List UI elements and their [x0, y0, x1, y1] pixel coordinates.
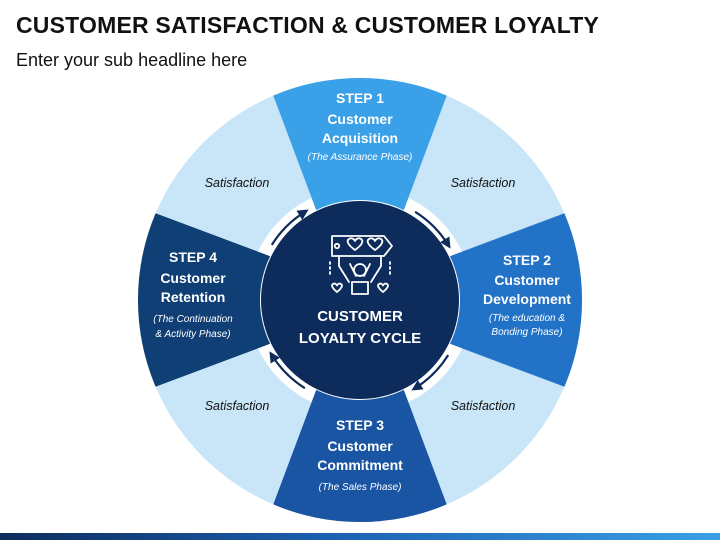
step-1-number: STEP 1 — [336, 90, 384, 106]
loyalty-heart-hands-icon — [329, 235, 393, 295]
cycle-arrow-1 — [414, 210, 451, 249]
step-3-segment — [273, 389, 447, 523]
step-4-title-line2: Retention — [161, 289, 226, 305]
step-3-text: STEP 3 Customer Commitment (The Sales Ph… — [317, 417, 403, 493]
step-2-phase-line2: Bonding Phase) — [491, 327, 562, 338]
step-4-segment — [137, 213, 271, 387]
satisfaction-label-bottom-right: Satisfaction — [451, 399, 516, 413]
step-1-title-line1: Customer — [327, 111, 393, 127]
page-subtitle: Enter your sub headline here — [16, 50, 248, 70]
step-2-segment — [449, 213, 583, 387]
step-4-text: STEP 4 Customer Retention (The Continuat… — [153, 249, 233, 340]
step-4-title-line1: Customer — [160, 270, 226, 286]
satisfaction-label-top-right: Satisfaction — [451, 176, 516, 190]
center-label-line1: CUSTOMER — [317, 308, 403, 325]
step-4-phase-line1: (The Continuation — [153, 314, 233, 325]
step-2-number: STEP 2 — [503, 252, 551, 268]
satisfaction-label-bottom-left: Satisfaction — [205, 399, 270, 413]
step-3-number: STEP 3 — [336, 417, 384, 433]
step-1-text: STEP 1 Customer Acquisition (The Assuran… — [308, 90, 413, 163]
cycle-arrow-2 — [411, 354, 450, 391]
footer-accent-bar — [0, 533, 720, 540]
cycle-arrow-4 — [270, 209, 309, 246]
page-title: CUSTOMER SATISFACTION & CUSTOMER LOYALTY — [16, 12, 600, 38]
step-3-phase: (The Sales Phase) — [319, 482, 402, 493]
step-4-number: STEP 4 — [169, 249, 217, 265]
satisfaction-label-top-left: Satisfaction — [205, 176, 270, 190]
step-3-title-line1: Customer — [327, 438, 393, 454]
step-3-title-line2: Commitment — [317, 457, 403, 473]
step-4-phase-line2: & Activity Phase) — [155, 329, 230, 340]
cycle-arrow-3 — [269, 351, 306, 390]
step-1-segment — [273, 77, 447, 211]
step-2-text: STEP 2 Customer Development (The educati… — [483, 252, 571, 338]
step-1-title-line2: Acquisition — [322, 130, 398, 146]
step-2-title-line1: Customer — [494, 272, 560, 288]
center-circle — [261, 201, 459, 399]
step-1-phase: (The Assurance Phase) — [308, 152, 413, 163]
step-2-title-line2: Development — [483, 291, 571, 307]
step-2-phase-line1: (The education & — [489, 313, 565, 324]
center-label-line2: LOYALTY CYCLE — [299, 330, 421, 347]
